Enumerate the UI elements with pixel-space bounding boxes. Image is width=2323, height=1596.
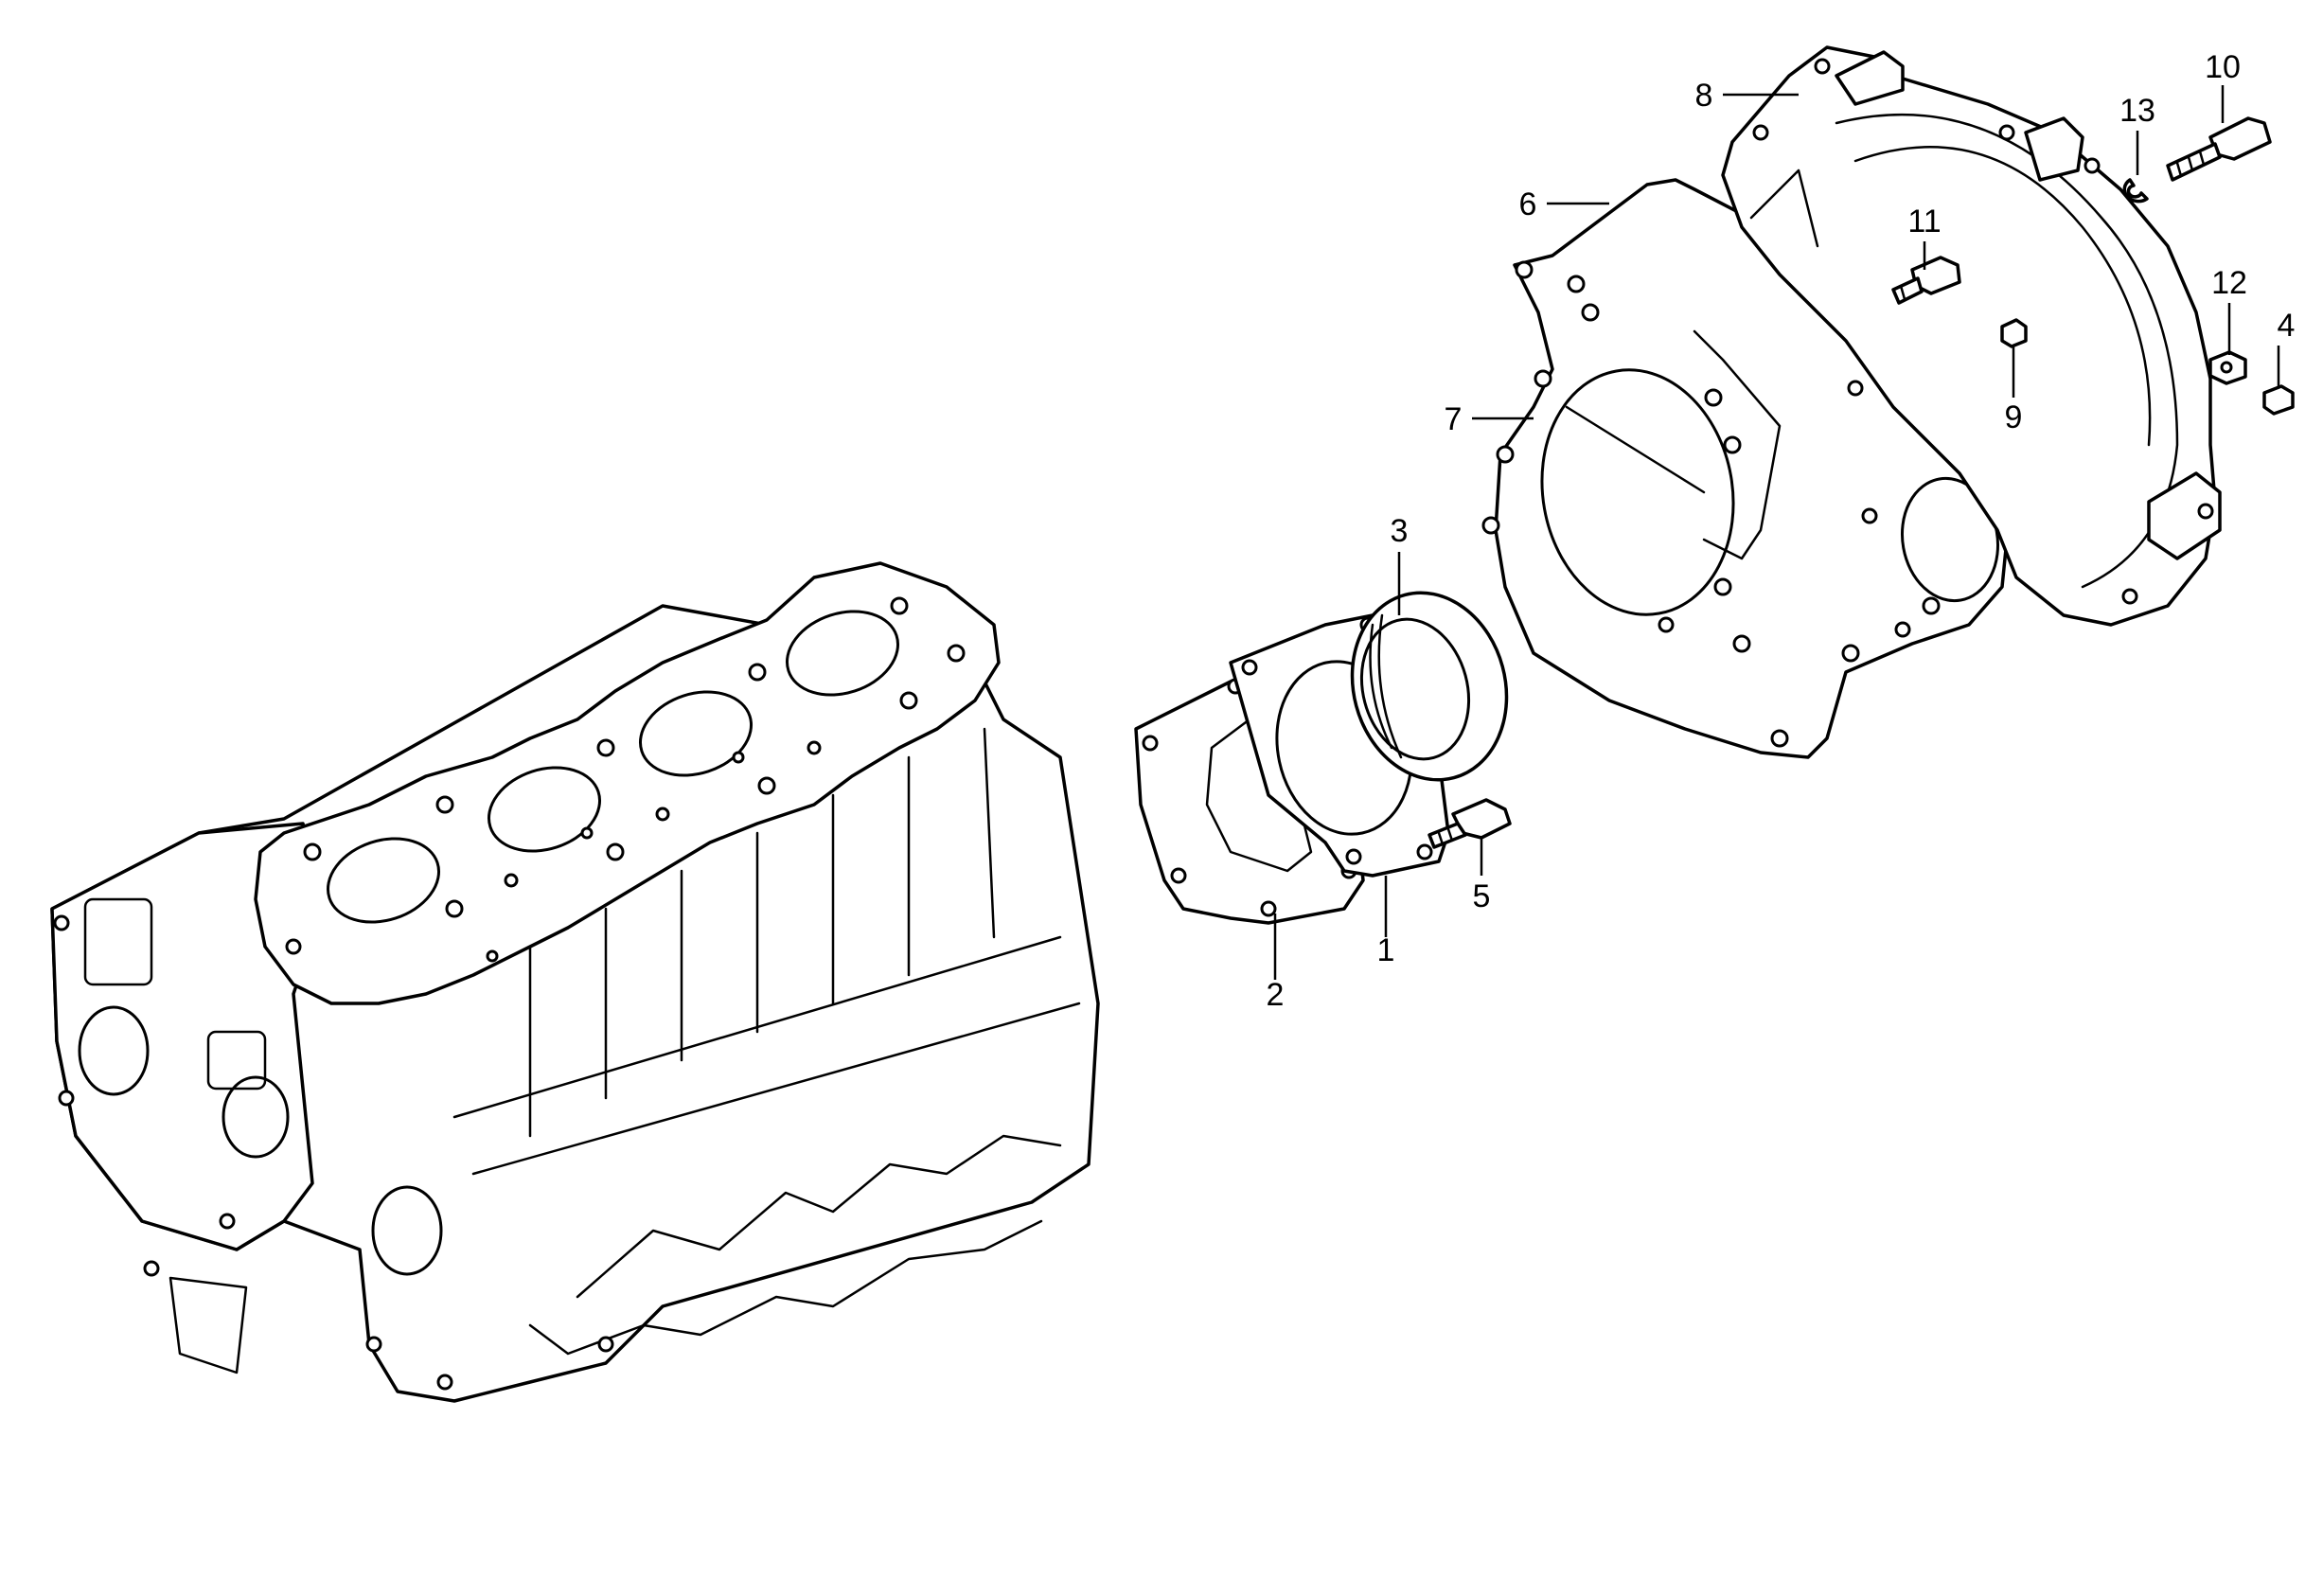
callout-6: 6 [1519, 186, 1537, 222]
pin-part-9 [2000, 318, 2028, 348]
callout-1: 1 [1377, 932, 1395, 968]
oil-seal-part-3 [1350, 591, 1509, 782]
callout-7: 7 [1445, 401, 1463, 437]
cylinder-block [50, 561, 1100, 1403]
callout-5: 5 [1473, 878, 1491, 914]
plug-part-4 [2262, 384, 2295, 416]
callout-10: 10 [2205, 49, 2241, 85]
flywheel-housing-part-8 [1721, 45, 2222, 627]
callout-9: 9 [2005, 399, 2023, 435]
callout-labels: 1 2 3 4 5 6 7 8 9 10 11 12 13 [1267, 49, 2296, 1013]
ring-part-13 [2122, 178, 2149, 204]
callout-2: 2 [1267, 977, 1285, 1013]
callout-12: 12 [2211, 265, 2247, 301]
callout-3: 3 [1391, 513, 1409, 549]
callout-8: 8 [1695, 78, 1713, 114]
front-face-bolt-holes [53, 914, 614, 1391]
callout-13: 13 [2119, 93, 2155, 129]
head-bolt-holes [303, 596, 966, 963]
bolt-part-5 [1427, 798, 1512, 849]
callout-11: 11 [1907, 204, 1941, 239]
nut-part-12 [2208, 350, 2247, 385]
callout-4: 4 [2278, 308, 2296, 344]
leader-lines [1273, 85, 2280, 980]
bolt-part-10 [2166, 116, 2272, 182]
